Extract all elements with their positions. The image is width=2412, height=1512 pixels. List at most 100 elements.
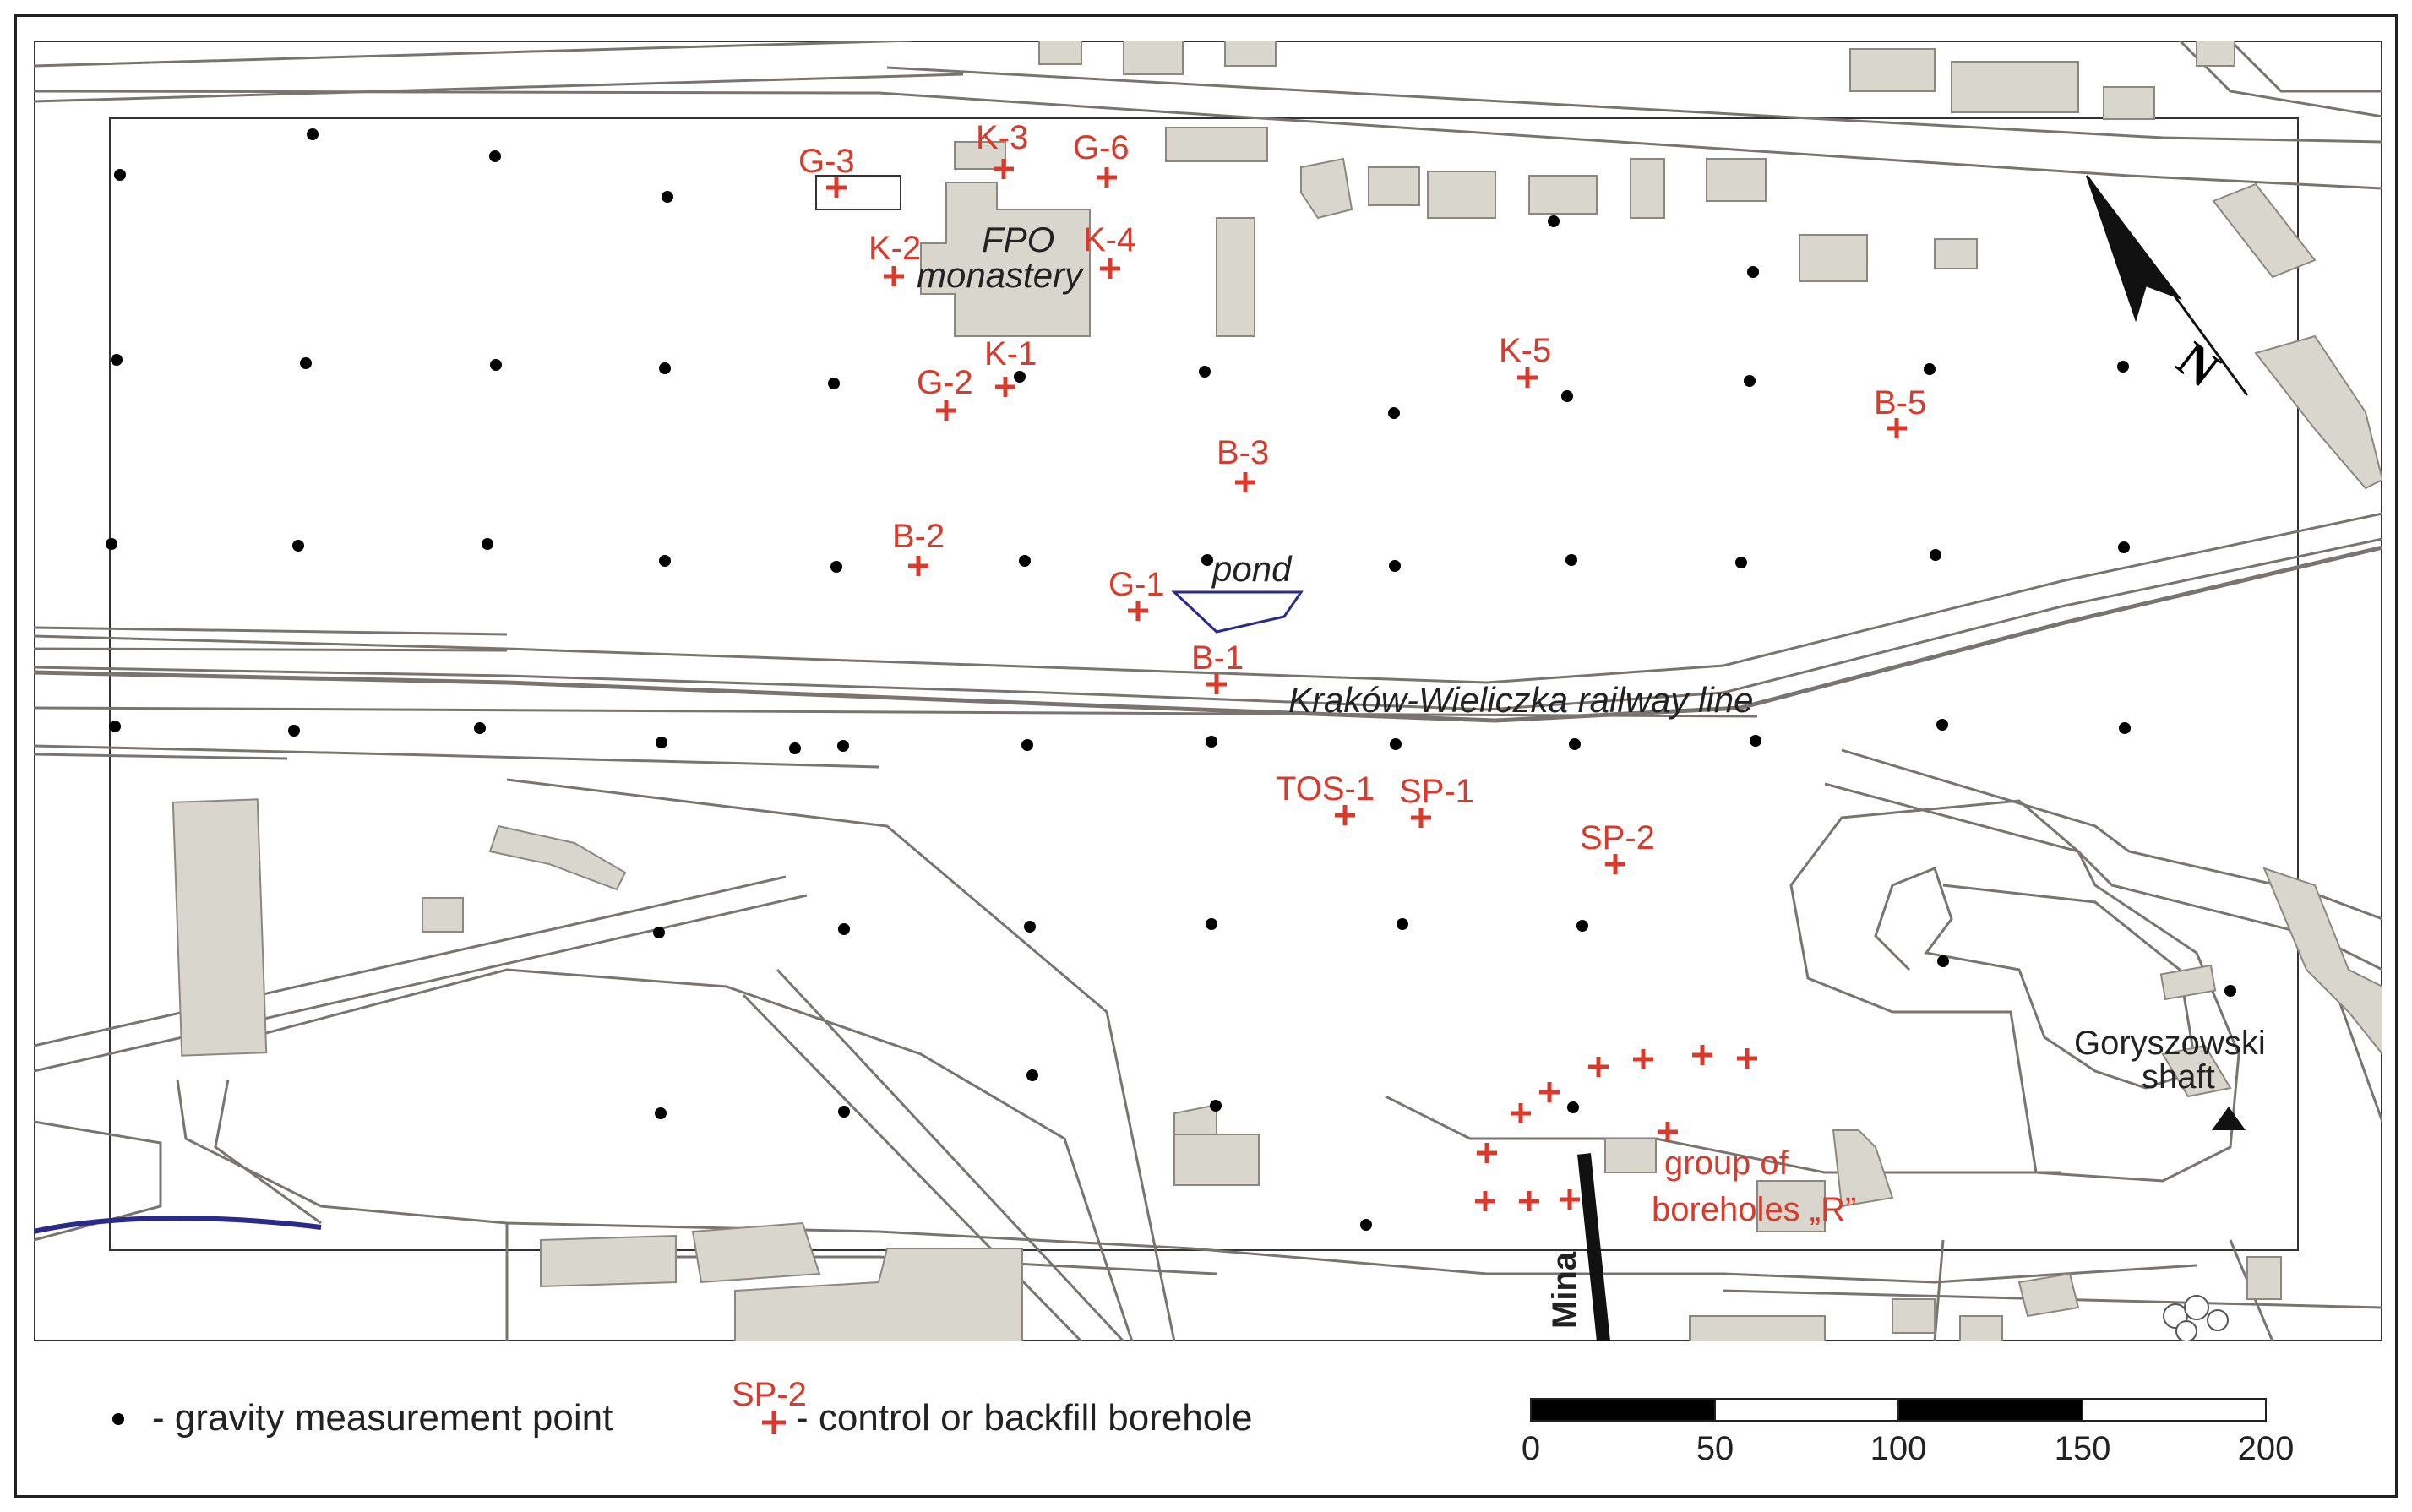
borehole-label: K-4: [1083, 221, 1135, 258]
gravity-point: [482, 538, 493, 550]
gravity-point: [489, 150, 501, 162]
gravity-point: [1024, 921, 1036, 933]
site-map: N G-3K-3G-6K-2K-4K-1G-2K-5B-5B-3B-2G-1B-…: [34, 41, 2382, 1341]
borehole-label: K-1: [984, 335, 1037, 373]
gravity-point: [1390, 738, 1402, 750]
gravity-point: [655, 1107, 667, 1119]
pond-outline: [1171, 590, 1304, 634]
monastery-label-line1: FPO: [982, 220, 1054, 259]
gravity-point: [2118, 541, 2130, 553]
gravity-point: [1206, 736, 1217, 748]
gravity-point: [1735, 557, 1747, 568]
gravity-point: [837, 740, 849, 752]
gravity-point: [1019, 555, 1031, 567]
borehole-cross: [1477, 1143, 1497, 1163]
borehole-cross: [1539, 1082, 1560, 1102]
shaft-marker: [2212, 1107, 2246, 1130]
borehole-cross: [1235, 472, 1255, 492]
mina-street-line: [1577, 1153, 1610, 1341]
gravity-point: [828, 378, 840, 389]
river-line: [34, 1216, 322, 1234]
gravity-point: [1924, 363, 1936, 375]
shaft-label-line1: Goryszowski: [2074, 1025, 2266, 1062]
borehole-cross: [936, 400, 956, 421]
borehole-cross: [1097, 167, 1117, 188]
gravity-point: [106, 538, 117, 550]
borehole-cross: [1206, 674, 1227, 694]
borehole-cross: [994, 159, 1014, 179]
gravity-point: [1576, 920, 1588, 932]
gravity-point: [1565, 554, 1577, 566]
gravity-point: [1569, 738, 1581, 750]
borehole-cross: [1517, 367, 1538, 388]
gravity-points-layer: [106, 128, 2236, 1231]
gravity-point: [659, 555, 671, 567]
gravity-point: [2119, 722, 2131, 734]
gravity-point: [111, 354, 123, 366]
gravity-point: [114, 169, 126, 181]
gravity-point: [1937, 955, 1949, 967]
borehole-cross: [1511, 1103, 1531, 1123]
gravity-point: [1199, 366, 1211, 378]
gravity-point: [2224, 985, 2236, 997]
gravity-point: [662, 191, 673, 203]
gravity-point: [1567, 1101, 1579, 1113]
gravity-point: [1026, 1069, 1038, 1081]
shaft-label-line2: shaft: [2142, 1058, 2215, 1096]
borehole-label: SP-2: [1580, 819, 1655, 857]
gravity-point: [292, 540, 304, 552]
figure-frame: [14, 14, 2398, 1498]
mina-street-label: Mina: [1546, 1251, 1583, 1329]
shaft-complex-outline: [1789, 799, 2240, 1183]
borehole-cross: [1588, 1057, 1609, 1077]
borehole-cross: [884, 266, 904, 286]
road-network: [34, 41, 2382, 1341]
borehole-cross: [1605, 854, 1625, 874]
gravity-point: [300, 357, 312, 369]
gravity-point: [109, 721, 121, 732]
gravity-point: [1561, 390, 1573, 402]
borehole-label: SP-1: [1399, 773, 1474, 810]
buildings: [172, 41, 2382, 1341]
gravity-point: [653, 927, 665, 938]
gravity-point: [659, 362, 671, 374]
borehole-label: G-3: [798, 143, 855, 180]
group-label-line2: boreholes „R”: [1652, 1191, 1856, 1228]
borehole-label: B-5: [1874, 384, 1926, 422]
gravity-point: [838, 1106, 850, 1118]
borehole-label: B-2: [892, 518, 945, 555]
gravity-point: [830, 561, 842, 573]
railway-label: Kraków-Wieliczka railway line: [1288, 680, 1753, 720]
trees: [2163, 1295, 2229, 1341]
borehole-cross: [1519, 1191, 1539, 1211]
gravity-point: [1388, 407, 1400, 419]
gravity-point: [1936, 719, 1948, 731]
borehole-cross: [1692, 1045, 1712, 1065]
railway-line: [34, 545, 2382, 723]
borehole-label: TOS-1: [1276, 770, 1375, 808]
borehole-cross: [908, 556, 928, 576]
gravity-point: [1548, 215, 1560, 227]
gravity-point: [1750, 735, 1761, 747]
gravity-point: [1014, 371, 1026, 383]
gravity-point: [789, 742, 801, 754]
borehole-cross: [1411, 808, 1431, 828]
borehole-label: G-1: [1108, 566, 1165, 603]
gravity-point: [1930, 549, 1941, 561]
gravity-point: [1744, 375, 1756, 387]
borehole-cross: [1335, 805, 1355, 825]
gravity-point: [2117, 361, 2129, 373]
gravity-point: [838, 923, 850, 935]
borehole-cross: [826, 177, 847, 198]
gravity-point: [1210, 1100, 1222, 1112]
borehole-label: B-1: [1191, 639, 1244, 677]
gravity-point: [1747, 266, 1759, 278]
gravity-point: [288, 725, 300, 737]
gravity-point: [490, 359, 502, 371]
gravity-point: [307, 128, 319, 140]
borehole-label: K-2: [868, 230, 921, 267]
borehole-cross: [1887, 418, 1907, 438]
borehole-cross: [995, 377, 1015, 397]
borehole-label: K-3: [976, 119, 1028, 156]
